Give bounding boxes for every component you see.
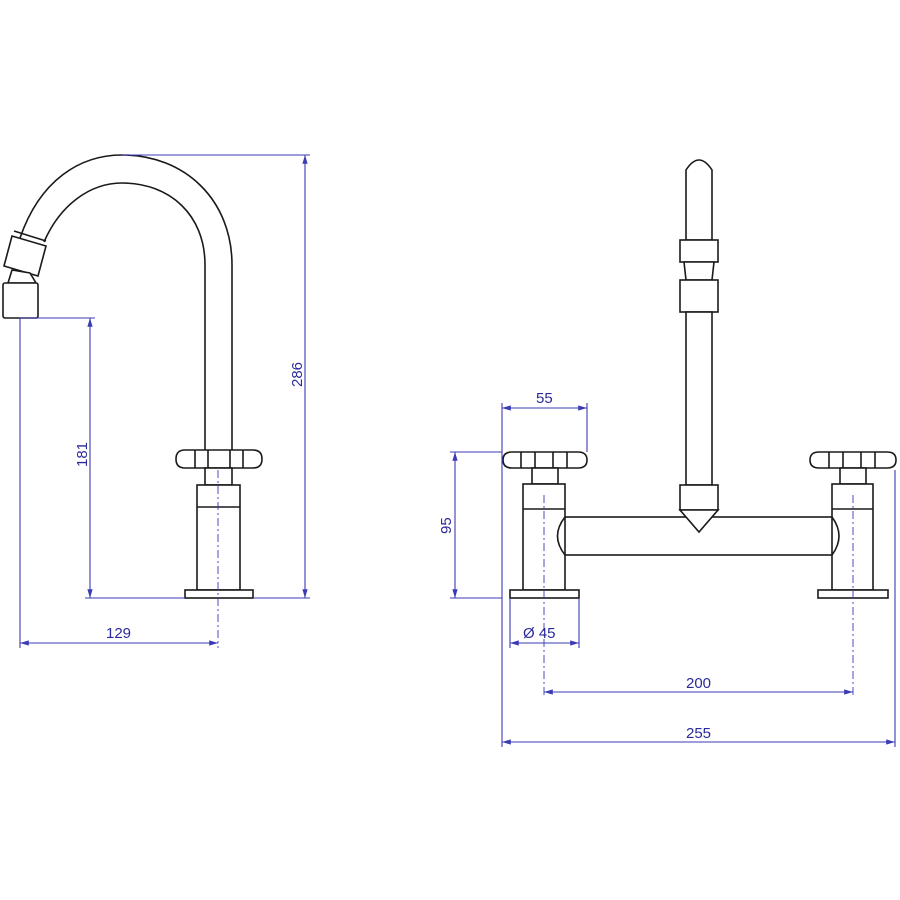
dimension-286: 286 bbox=[289, 362, 306, 387]
side-view-faucet bbox=[2, 154, 263, 648]
left-valve bbox=[502, 451, 588, 697]
cross-handle bbox=[175, 449, 263, 469]
aerator bbox=[2, 230, 47, 319]
front-view-faucet bbox=[502, 159, 897, 697]
dimension-255: 255 bbox=[686, 725, 711, 742]
valve-body bbox=[196, 484, 241, 591]
dimension-diameter-45: Ø 45 bbox=[523, 625, 556, 642]
dimension-200: 200 bbox=[686, 675, 711, 692]
dimension-181: 181 bbox=[74, 442, 91, 467]
front-view-dimensions: 55 95 Ø 45 200 255 bbox=[438, 390, 896, 747]
dimension-129: 129 bbox=[106, 625, 131, 642]
dimension-55: 55 bbox=[536, 390, 553, 407]
dimension-95: 95 bbox=[438, 517, 455, 534]
spout-outer-arc bbox=[19, 154, 233, 450]
side-view-dimensions: 286 181 129 bbox=[19, 154, 310, 648]
spout-pipe bbox=[685, 159, 713, 241]
spout-inner-arc bbox=[43, 182, 206, 450]
right-valve bbox=[809, 451, 897, 697]
base-plate bbox=[184, 589, 254, 599]
